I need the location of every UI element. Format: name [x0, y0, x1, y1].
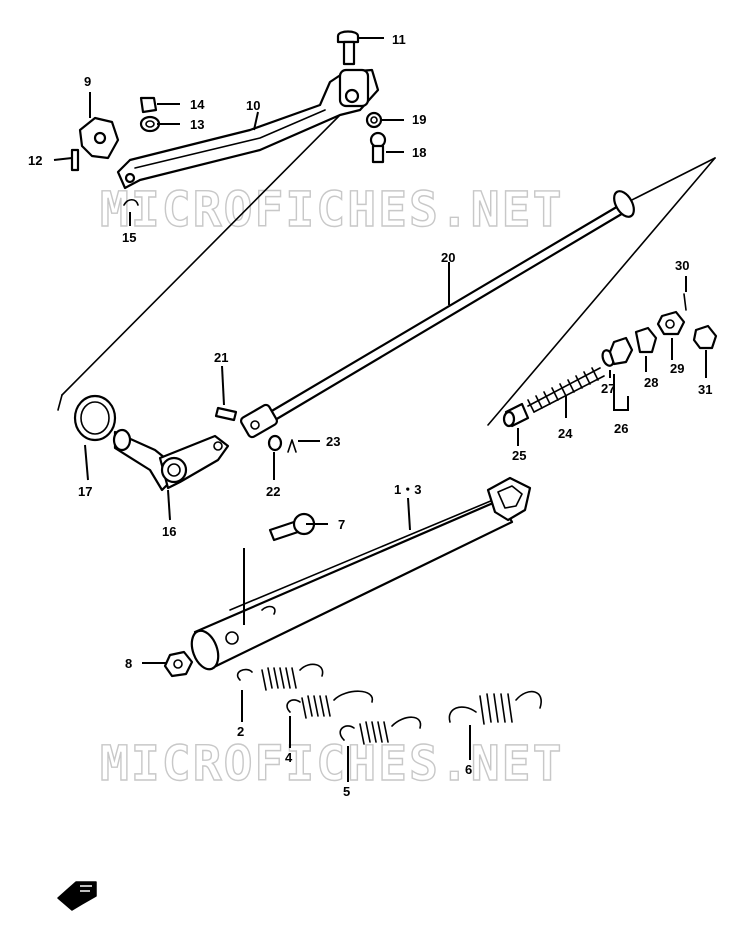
callout-28: 28	[644, 375, 658, 390]
washer-part-13	[139, 115, 161, 133]
cotter-pin-part-23	[287, 439, 297, 453]
callout-23: 23	[326, 434, 340, 449]
callout-9: 9	[84, 74, 91, 89]
callout-6: 6	[465, 762, 472, 777]
callout-11: 11	[392, 32, 406, 47]
washer-part-28	[634, 326, 658, 354]
bolt-part-18	[369, 131, 387, 164]
callout-2: 2	[237, 724, 244, 739]
lever-shaft-part-16	[112, 428, 230, 492]
spring-part-5	[339, 716, 422, 745]
spring-part-6	[448, 690, 542, 725]
callout-15: 15	[122, 230, 136, 245]
callout-21: 21	[214, 350, 228, 365]
collar-part-25	[502, 402, 530, 428]
cotter-pin-part-30	[683, 293, 687, 311]
callout-labels: 11 9 14 10 13 19 18 12 15 20 30 21 29 28…	[28, 32, 712, 799]
watermark-bottom: MICROFICHES.NET	[100, 736, 563, 792]
lever-arm-part-10	[116, 68, 380, 190]
callout-24: 24	[558, 426, 573, 441]
side-stand-part-1-3	[190, 476, 532, 671]
callout-12: 12	[28, 153, 42, 168]
callout-7: 7	[338, 517, 345, 532]
callout-22: 22	[266, 484, 280, 499]
callout-19: 19	[412, 112, 426, 127]
assembly-guide-line-left-drop	[57, 394, 63, 411]
spring-part-4	[286, 690, 373, 719]
callout-26: 26	[614, 421, 628, 436]
callout-27: 27	[601, 381, 615, 396]
nut-part-29	[656, 310, 686, 336]
washer-part-22	[267, 434, 283, 452]
callout-18: 18	[412, 145, 426, 160]
callout-14: 14	[190, 97, 205, 112]
ring-part-17	[73, 394, 117, 442]
cap-nut-part-31	[692, 324, 718, 350]
callout-25: 25	[512, 448, 526, 463]
callout-20: 20	[441, 250, 455, 265]
nut-part-8	[163, 650, 194, 678]
callout-10: 10	[246, 98, 260, 113]
cotter-pin-part-15	[123, 198, 139, 206]
pin-part-12	[70, 148, 80, 172]
assembly-guide-line-upper	[61, 109, 346, 396]
brake-rod-part-20	[240, 157, 716, 439]
callout-1-3: 1・3	[394, 482, 421, 497]
callout-31: 31	[698, 382, 712, 397]
callout-5: 5	[343, 784, 350, 799]
spring-part-24	[527, 367, 605, 413]
front-direction-arrow-icon	[57, 881, 97, 911]
pin-part-21	[214, 406, 238, 422]
watermark-top: MICROFICHES.NET	[100, 182, 563, 238]
callout-16: 16	[162, 524, 176, 539]
leader-lines	[53, 37, 707, 782]
callout-29: 29	[670, 361, 684, 376]
clamp-part-9	[78, 116, 120, 160]
bolt-part-7	[268, 512, 316, 542]
callout-30: 30	[675, 258, 689, 273]
spring-part-2	[236, 663, 324, 691]
callout-17: 17	[78, 484, 92, 499]
nut-part-14	[139, 96, 158, 114]
nut-part-26	[608, 336, 634, 366]
nut-part-19	[365, 111, 383, 129]
bolt-part-11	[336, 30, 360, 66]
callout-4: 4	[285, 750, 293, 765]
assembly-guide-line-right	[487, 157, 716, 426]
callout-8: 8	[125, 656, 132, 671]
callout-13: 13	[190, 117, 204, 132]
